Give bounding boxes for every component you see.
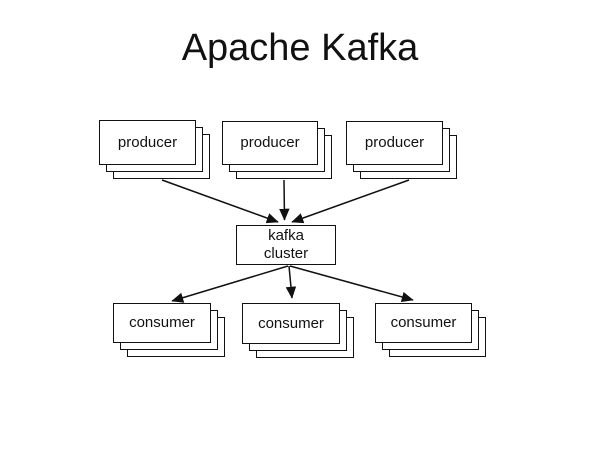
- producer-1-box: producer: [99, 120, 196, 165]
- slide-title: Apache Kafka: [181, 27, 419, 69]
- kafka-cluster-label-line2: cluster: [263, 245, 309, 262]
- producer-node-2: producer: [222, 121, 332, 179]
- arrow-cluster-to-consumer-3: [289, 265, 414, 303]
- kafka-cluster-box: kafka cluster: [236, 225, 336, 265]
- arrow-cluster-to-consumer-1: [171, 265, 289, 303]
- consumer-node-2: consumer: [242, 303, 354, 358]
- producer-1-label: producer: [117, 133, 178, 151]
- consumer-1-label: consumer: [129, 314, 195, 331]
- arrow-producer-3-to-cluster: [291, 179, 410, 224]
- producer-2-label: producer: [240, 134, 300, 151]
- consumer-node-1: consumer: [113, 303, 225, 357]
- consumer-2-box: consumer: [242, 303, 340, 344]
- arrow-producer-2-to-cluster: [279, 179, 290, 221]
- arrow-cluster-to-consumer-2: [285, 265, 297, 299]
- consumer-2-label: consumer: [258, 314, 324, 332]
- consumer-3-label: consumer: [390, 314, 457, 331]
- producer-3-label: producer: [364, 134, 425, 151]
- producer-2-box: producer: [222, 121, 318, 165]
- consumer-node-3: consumer: [375, 303, 486, 357]
- consumer-3-box: consumer: [375, 303, 472, 343]
- producer-node-1: producer: [99, 120, 210, 179]
- arrow-producer-1-to-cluster: [161, 179, 279, 224]
- producer-3-box: producer: [346, 121, 443, 165]
- kafka-cluster-node: kafka cluster: [236, 225, 336, 265]
- producer-node-3: producer: [346, 121, 457, 179]
- consumer-1-box: consumer: [113, 303, 211, 343]
- kafka-cluster-label-line1: kafka: [268, 227, 304, 244]
